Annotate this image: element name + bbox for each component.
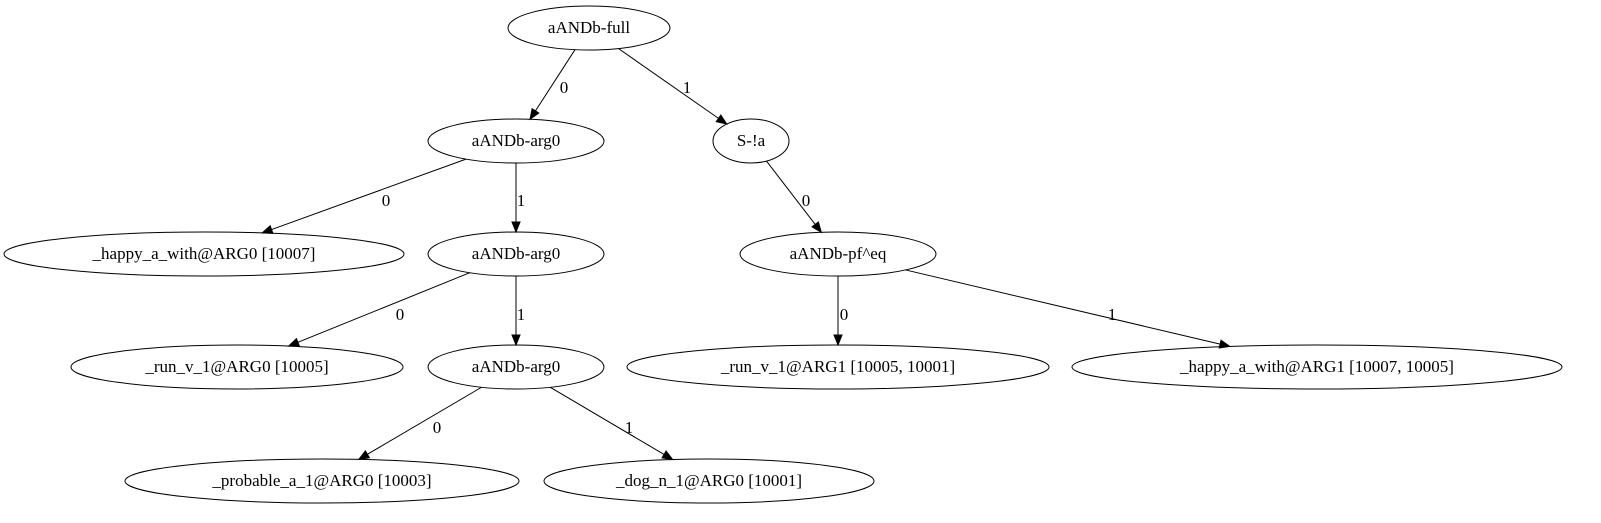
node-aandb-arg0: aANDb-arg0 [427,231,605,277]
node-probable-a-1-arg0-10003: _probable_a_1@ARG0 [10003] [124,458,520,504]
edge-n1-n3: 0 [260,158,467,234]
node-label: aANDb-arg0 [472,131,560,150]
node-ellipse [427,344,605,390]
node-aandb-arg0: aANDb-arg0 [427,344,605,390]
edge-n2-n5: 0 [766,160,823,234]
edge-label: 0 [382,191,391,210]
edge-label: 1 [625,418,634,437]
edge-n4-n6: 0 [287,272,470,347]
node-label: aANDb-pf^eq [790,244,887,263]
node-s-a: S-!a [712,118,790,164]
edge-label: 0 [840,305,849,324]
node-ellipse [3,231,405,277]
node-ellipse [626,344,1050,390]
edge-label: 1 [517,305,526,324]
arrowhead-icon [833,334,843,347]
edge-n0-n1: 0 [529,49,576,121]
nodes-layer: aANDb-full aANDb-arg0 S-!a _happy_a_with@AR… [3,5,1563,504]
node-label: _dog_n_1@ARG0 [10001] [615,471,802,490]
arrowhead-icon [511,221,521,234]
edge-label: 1 [683,78,692,97]
arrowhead-icon [661,450,674,461]
edges-layer: 0 1 0 1 0 0 1 0 1 0 1 [260,48,1232,461]
arrowhead-icon [357,449,371,461]
node-happy-a-with-arg1-10007-10005: _happy_a_with@ARG1 [10007, 10005] [1071,344,1563,390]
node-ellipse [1071,344,1563,390]
edge-line [367,386,482,455]
node-ellipse [543,458,875,504]
node-ellipse [712,118,790,164]
edge-n5-n9: 1 [905,269,1232,349]
arrowhead-icon [811,221,823,234]
edge-label: 1 [517,191,526,210]
node-ellipse [507,5,671,51]
edge-line [550,386,665,455]
node-label: aANDb-arg0 [472,244,560,263]
node-ellipse [70,344,404,390]
node-label: S-!a [737,131,766,150]
node-ellipse [427,118,605,164]
node-label: aANDb-full [548,18,630,37]
edge-line [905,269,1221,345]
node-label: aANDb-arg0 [472,357,560,376]
node-label: _happy_a_with@ARG1 [10007, 10005] [1179,357,1454,376]
edge-label: 0 [560,78,569,97]
edge-n1-n4: 1 [511,163,526,234]
edge-line [271,158,467,231]
node-label: _run_v_1@ARG0 [10005] [144,357,328,376]
node-label: _happy_a_with@ARG0 [10007] [92,244,316,263]
edge-n5-n8: 0 [833,276,849,347]
node-label: _run_v_1@ARG1 [10005, 10001] [720,357,955,376]
node-label: _probable_a_1@ARG0 [10003] [211,471,431,490]
node-run-v-1-arg1-10005-10001: _run_v_1@ARG1 [10005, 10001] [626,344,1050,390]
node-aandb-full: aANDb-full [507,5,671,51]
edge-n7-n10: 0 [357,386,482,461]
arrowhead-icon [715,114,728,125]
edge-line [535,49,576,112]
arrowhead-icon [511,334,521,347]
edge-line [297,272,470,343]
node-aandb-arg0: aANDb-arg0 [427,118,605,164]
arrowhead-icon [260,224,274,234]
node-run-v-1-arg0-10005: _run_v_1@ARG0 [10005] [70,344,404,390]
edge-n7-n11: 1 [550,386,674,461]
edge-label: 1 [1108,305,1117,324]
node-ellipse [739,231,937,277]
node-dog-n-1-arg0-10001: _dog_n_1@ARG0 [10001] [543,458,875,504]
node-ellipse [427,231,605,277]
edge-line [618,48,719,119]
node-aandb-pf-eq: aANDb-pf^eq [739,231,937,277]
edge-label: 0 [396,305,405,324]
edge-line [766,160,816,225]
node-happy-a-with-arg0-10007: _happy_a_with@ARG0 [10007] [3,231,405,277]
arrowhead-icon [287,337,301,347]
edge-label: 0 [802,191,811,210]
arrowhead-icon [529,107,540,121]
edge-label: 0 [433,418,442,437]
edge-n4-n7: 1 [511,276,526,347]
node-ellipse [124,458,520,504]
edge-n0-n2: 1 [618,48,728,125]
